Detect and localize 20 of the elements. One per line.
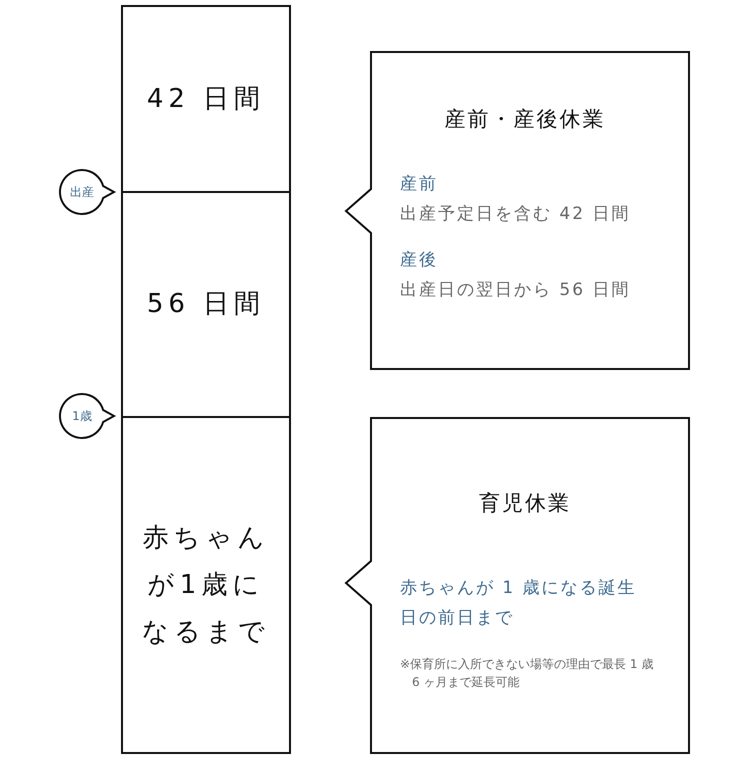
period-segment (121, 191, 291, 418)
period-length: 42 日間 (146, 82, 266, 116)
period-segment (121, 5, 291, 193)
footnote: ※保育所に入所できない場等の理由で最長 1 歳 6 ヶ月まで延長可能 (400, 656, 654, 691)
period-label: 産後 (400, 249, 439, 272)
milestone-bubble (58, 169, 116, 215)
period-description: 赤ちゃんが 1 歳になる誕生日の前日まで (400, 577, 638, 630)
speech-callout (344, 51, 690, 370)
period-description: 出産予定日を含む 42 日間 (400, 203, 632, 226)
period-label: 産前 (400, 173, 439, 196)
milestone-label: 1歳 (71, 408, 93, 424)
period-length: 赤ちゃんが1歳になるまで (141, 522, 271, 648)
period-segment (121, 416, 291, 754)
milestone-bubble (58, 393, 116, 439)
period-description: 出産日の翌日から 56 日間 (400, 279, 632, 302)
milestone-label: 出産 (69, 184, 95, 200)
speech-callout (344, 417, 690, 754)
callout-heading: 育児休業 (478, 490, 572, 517)
period-length: 56 日間 (146, 288, 266, 321)
callout-heading: 産前・産後休業 (444, 106, 606, 133)
